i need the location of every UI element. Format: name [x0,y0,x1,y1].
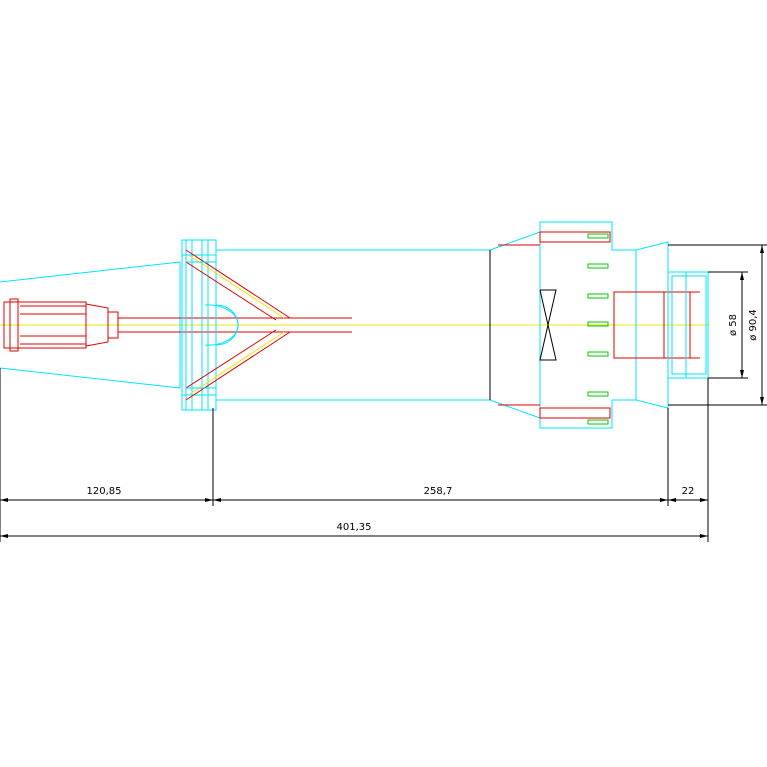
slots [587,233,609,425]
dim-seg2-label: 258,7 [424,486,453,497]
dim-total-label: 401,35 [337,522,372,533]
dim-inner-diameter-label: ø 58 [728,314,739,336]
dim-seg3-label: 22 [682,486,695,497]
flange [181,239,239,411]
extension-lines [0,244,767,542]
dimension-lines [0,245,763,537]
hourglass-symbol [539,289,557,361]
dim-outer-diameter-label: ø 90,4 [748,309,759,341]
dimension-arrows [0,245,764,538]
body-detail [498,231,700,419]
angled-struts [185,249,291,401]
left-stem [3,298,352,352]
dim-seg1-label: 120,85 [87,486,122,497]
left-cone [0,261,181,389]
end-cap [667,271,709,379]
